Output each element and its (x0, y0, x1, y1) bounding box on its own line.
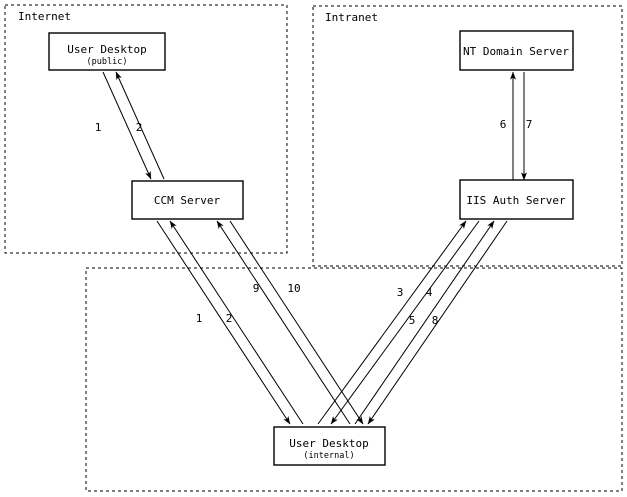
zone-internal-boundary (85, 267, 623, 492)
flow-label-2-internal: 2 (226, 312, 233, 325)
node-user-desktop-internal-subtitle: (internal) (303, 451, 354, 461)
zone-intranet-boundary (312, 5, 623, 267)
node-iis-auth-server[interactable]: IIS Auth Server (459, 179, 574, 220)
flow-label-6: 6 (500, 118, 507, 131)
zone-internet-group: Internet (4, 4, 288, 254)
node-user-desktop-internal-title: User Desktop (289, 437, 368, 450)
node-nt-domain-server-box[interactable] (459, 30, 574, 71)
node-ccm-server[interactable]: CCM Server (131, 180, 244, 220)
flow-group-internal-iis-b: 5 8 (354, 220, 508, 425)
node-user-desktop-public[interactable]: User Desktop (public) (48, 32, 166, 71)
flow-arrow-8-iis-to-internal (367, 220, 508, 425)
flow-label-9: 9 (253, 282, 260, 295)
flow-label-10: 10 (287, 282, 300, 295)
flow-label-7: 7 (526, 118, 533, 131)
flow-group-internal-iis-a: 3 4 (317, 220, 480, 425)
flow-group-internal-ccm-right: 9 10 (216, 220, 364, 425)
zone-internet-label: Internet (18, 10, 71, 23)
node-user-desktop-public-title: User Desktop (67, 43, 146, 56)
flow-label-5: 5 (409, 314, 416, 327)
flow-label-3: 3 (397, 286, 404, 299)
zone-intranet-group: Intranet (312, 5, 623, 267)
flow-label-2-public: 2 (136, 121, 143, 134)
node-nt-domain-server[interactable]: NT Domain Server (459, 30, 574, 71)
zone-internal-group (85, 267, 623, 492)
flow-arrow-5-internal-to-iis (354, 220, 495, 425)
node-nt-domain-server-title: NT Domain Server (463, 45, 569, 58)
node-ccm-server-box[interactable] (131, 180, 244, 220)
flow-arrow-10-ccm-to-internal (229, 220, 364, 425)
node-ccm-server-title: CCM Server (154, 194, 221, 207)
flow-label-1-public: 1 (95, 121, 102, 134)
flow-group-internal-ccm-left: 1 2 (156, 220, 304, 425)
node-iis-auth-server-title: IIS Auth Server (466, 194, 566, 207)
flow-arrow-1-public-to-ccm (102, 71, 152, 180)
flow-label-4: 4 (426, 286, 433, 299)
zone-internet-boundary (4, 4, 288, 254)
flow-arrow-2-ccm-to-public (115, 71, 165, 180)
node-user-desktop-public-box[interactable] (48, 32, 166, 71)
zone-intranet-label: Intranet (325, 11, 378, 24)
flow-group-public-ccm: 1 2 (95, 71, 165, 180)
flow-arrow-2-ccm-to-internal (156, 220, 291, 425)
flow-arrow-9-internal-to-ccm (216, 220, 351, 425)
flow-arrow-3-internal-to-iis (317, 220, 467, 425)
flow-label-8: 8 (432, 314, 439, 327)
flow-label-1-internal: 1 (196, 312, 203, 325)
node-user-desktop-public-subtitle: (public) (87, 57, 128, 67)
flow-arrow-1-internal-to-ccm (169, 220, 304, 425)
node-user-desktop-internal-box[interactable] (273, 426, 386, 466)
flow-arrow-4-iis-to-internal (330, 220, 480, 425)
node-user-desktop-internal[interactable]: User Desktop (internal) (273, 426, 386, 466)
flow-group-iis-ntdomain: 6 7 (500, 71, 533, 181)
node-iis-auth-server-box[interactable] (459, 179, 574, 220)
